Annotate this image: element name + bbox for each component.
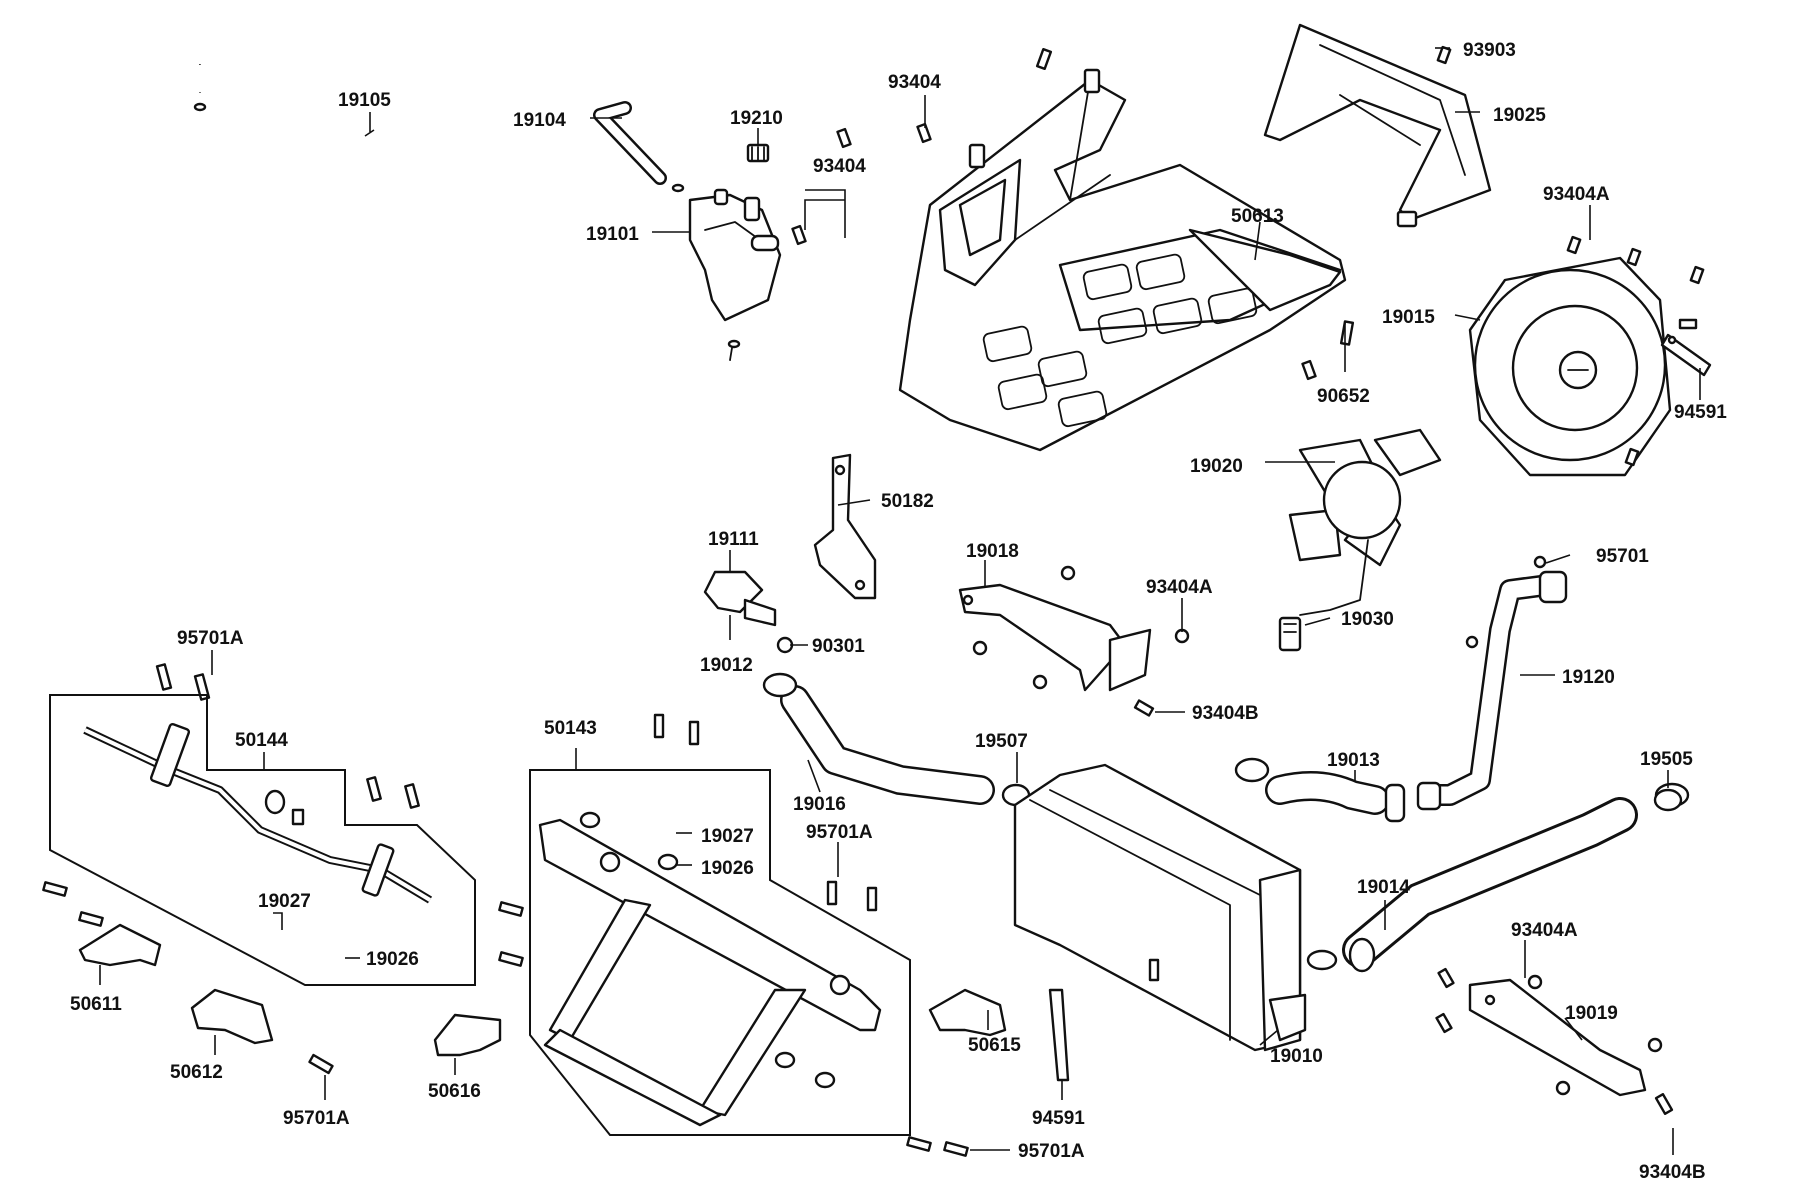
label-19104: 19104: [513, 110, 566, 131]
thermo-switch-19111: [703, 570, 794, 654]
fan-blade-19020: [1288, 428, 1442, 616]
label-19505: 19505: [1640, 749, 1693, 770]
fan-shroud-50613: [898, 68, 1347, 452]
connector-19030: [1278, 616, 1302, 652]
label-19018: 19018: [966, 541, 1019, 562]
upper-cover-19025: [1263, 23, 1492, 228]
label-19016: 19016: [793, 794, 846, 815]
assembly-frame-50144: [49, 694, 476, 986]
label-19012: 19012: [700, 655, 753, 676]
label-50182: 50182: [881, 491, 934, 512]
label-50612: 50612: [170, 1062, 223, 1083]
label-19210: 19210: [730, 108, 783, 129]
label-19010: 19010: [1270, 1046, 1323, 1067]
label-19111: 19111: [708, 529, 759, 550]
label-19507: 19507: [975, 731, 1028, 752]
clamp-19505: [1653, 788, 1683, 812]
radiator-19010: [1013, 763, 1307, 1052]
part-labels: 19105 19104 19210 93404 19101 93404 9390…: [70, 40, 1727, 1183]
label-95701A: 95701A: [1018, 1141, 1085, 1162]
strap-94591: [1660, 333, 1712, 377]
label-19027: 19027: [258, 891, 311, 912]
label-19101: 19101: [586, 224, 639, 245]
bracket-50611: [78, 923, 162, 967]
label-93404B: 93404B: [1192, 703, 1259, 724]
label-50611: 50611: [70, 994, 122, 1015]
pipe-19120: [1416, 570, 1568, 811]
label-95701: 95701: [1596, 546, 1649, 567]
label-93404A: 93404A: [1511, 920, 1578, 941]
label-19019: 19019: [1565, 1003, 1618, 1024]
label-19014: 19014: [1357, 877, 1410, 898]
label-19027: 19027: [701, 826, 754, 847]
label-93404A: 93404A: [1543, 184, 1610, 205]
label-19026: 19026: [701, 858, 754, 879]
label-94591: 94591: [1674, 402, 1727, 423]
frame-50143: [538, 811, 882, 1127]
label-19120: 19120: [1562, 667, 1615, 688]
label-95701A: 95701A: [177, 628, 244, 649]
label-95701A: 95701A: [806, 822, 873, 843]
reservoir-tank-19101: [688, 188, 782, 322]
bracket-19019: [1468, 978, 1647, 1097]
label-90301: 90301: [812, 636, 865, 657]
fan-cover-19015: [1468, 256, 1672, 477]
label-94591: 94591: [1032, 1108, 1085, 1129]
label-50143: 50143: [544, 718, 597, 739]
label-19105: 19105: [338, 90, 391, 111]
label-19030: 19030: [1341, 609, 1394, 630]
hose-19014: [1306, 782, 1690, 973]
bracket-50616: [433, 1013, 502, 1057]
label-93404: 93404: [813, 156, 866, 177]
bracket-50182: [813, 453, 877, 600]
bracket-19018: [958, 583, 1152, 692]
label-93404A: 93404A: [1146, 577, 1213, 598]
assembly-frame-50143: [529, 769, 911, 1136]
harness-50144: [83, 723, 433, 904]
leader-lines: [99, 47, 1701, 1155]
label-19013: 19013: [1327, 750, 1380, 771]
label-50615: 50615: [968, 1035, 1021, 1056]
label-50616: 50616: [428, 1081, 481, 1102]
bracket-50612: [190, 988, 274, 1045]
hardware-bolts: [42, 45, 1705, 1157]
label-93404: 93404: [888, 72, 941, 93]
label-19025: 19025: [1493, 105, 1546, 126]
bracket-50615: [928, 988, 1007, 1037]
hose-19016: [762, 672, 995, 805]
label-90652: 90652: [1317, 386, 1370, 407]
label-93903: 93903: [1463, 40, 1516, 61]
label-95701A: 95701A: [283, 1108, 350, 1129]
hose-19104: [593, 101, 685, 193]
strap-94591: [1048, 988, 1070, 1082]
label-19015: 19015: [1382, 307, 1435, 328]
clip-19210: [746, 143, 770, 163]
hose-19013: [1234, 757, 1406, 823]
label-50144: 50144: [235, 730, 288, 751]
label-19026: 19026: [366, 949, 419, 970]
hose-19105: [193, 63, 741, 362]
label-93404B: 93404B: [1639, 1162, 1706, 1183]
label-50613: 50613: [1231, 206, 1284, 227]
label-19020: 19020: [1190, 456, 1243, 477]
